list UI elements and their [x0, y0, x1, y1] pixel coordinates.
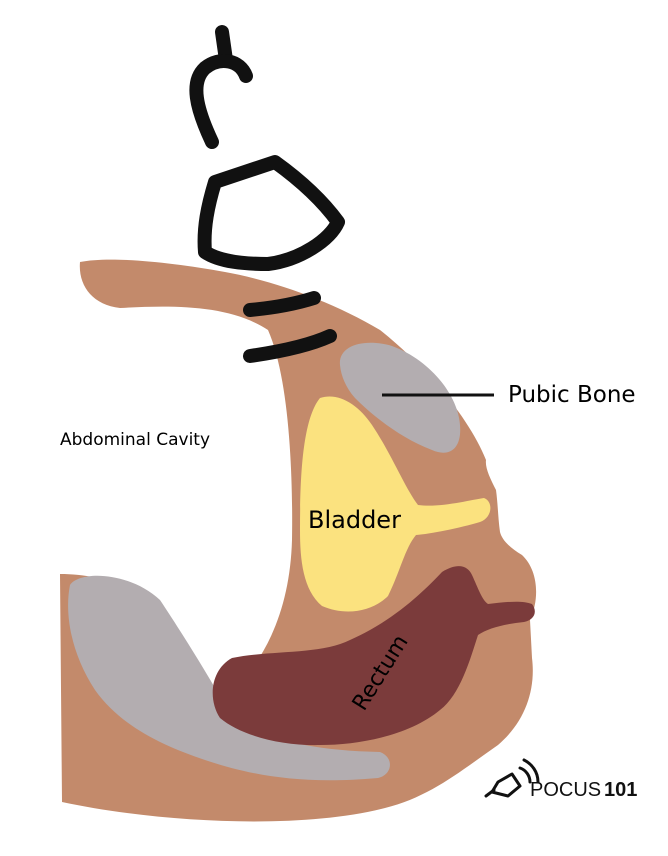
pubic-bone — [339, 342, 461, 453]
pocus-logo: POCUS 101 — [484, 758, 637, 801]
logo-number: 101 — [604, 779, 637, 801]
rectum — [212, 566, 535, 746]
abdominal-cavity-label: Abdominal Cavity — [60, 430, 210, 450]
ultrasound-probe-logo-icon — [484, 758, 540, 798]
ultrasound-probe-icon — [189, 25, 345, 363]
logo-word: POCUS — [530, 779, 601, 801]
bladder-label: Bladder — [308, 506, 401, 534]
pubic-bone-label: Pubic Bone — [508, 382, 636, 408]
sacrum-bone — [68, 575, 390, 781]
bladder — [300, 396, 491, 612]
